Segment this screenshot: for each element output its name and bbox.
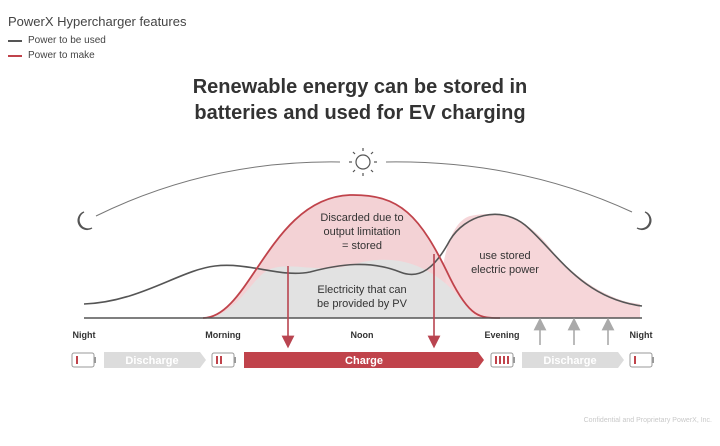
time-label-noon: Noon [351,330,374,340]
battery-icon-2bar [211,352,236,368]
legend-swatch-red [8,54,22,57]
discarded-label-1: Discarded due to [320,212,403,224]
use-stored-label-1: use stored [479,250,530,262]
legend-item-power-make: Power to make [8,50,95,61]
discharge-bar-left [104,352,206,368]
time-label-night-start: Night [73,330,96,340]
sun-icon [349,148,377,176]
diagram-title: Renewable energy can be stored in batter… [0,74,720,126]
legend-label-power-used: Power to be used [28,35,106,46]
use-stored-fill [440,215,640,318]
moon-icon-left [77,211,93,231]
charge-label: Charge [345,355,383,367]
legend-item-power-used: Power to be used [8,35,106,46]
sky-arc-right [385,161,633,213]
time-label-night-end: Night [630,330,653,340]
time-label-morning: Morning [205,330,241,340]
pv-label-2: be provided by PV [317,298,408,310]
confidential-footer: Confidential and Proprietary PowerX, Inc… [583,417,712,424]
title-line-2: batteries and used for EV charging [194,102,526,124]
power-used-line [83,213,643,307]
power-make-line [202,194,501,319]
battery-icon-1bar-left [71,352,96,368]
battery-icon-1bar-right [629,352,654,368]
charge-bar [244,352,484,368]
time-label-evening: Evening [484,330,519,340]
battery-icon-4bar [490,352,515,368]
use-stored-label-2: electric power [471,264,539,276]
discarded-label-3: = stored [342,240,382,252]
legend-label-power-make: Power to make [28,50,95,61]
pv-label-1: Electricity that can [317,284,406,296]
legend-title: PowerX Hypercharger features [8,14,187,29]
sky-arc-left [95,161,341,217]
discharge-label-right: Discharge [543,355,596,367]
moon-icon-right [636,211,652,231]
legend-swatch-gray [8,39,22,42]
discharge-bar-right [522,352,624,368]
title-line-1: Renewable energy can be stored in [192,76,528,98]
discharge-label-left: Discharge [125,355,178,367]
discarded-label-2: output limitation [323,226,400,238]
